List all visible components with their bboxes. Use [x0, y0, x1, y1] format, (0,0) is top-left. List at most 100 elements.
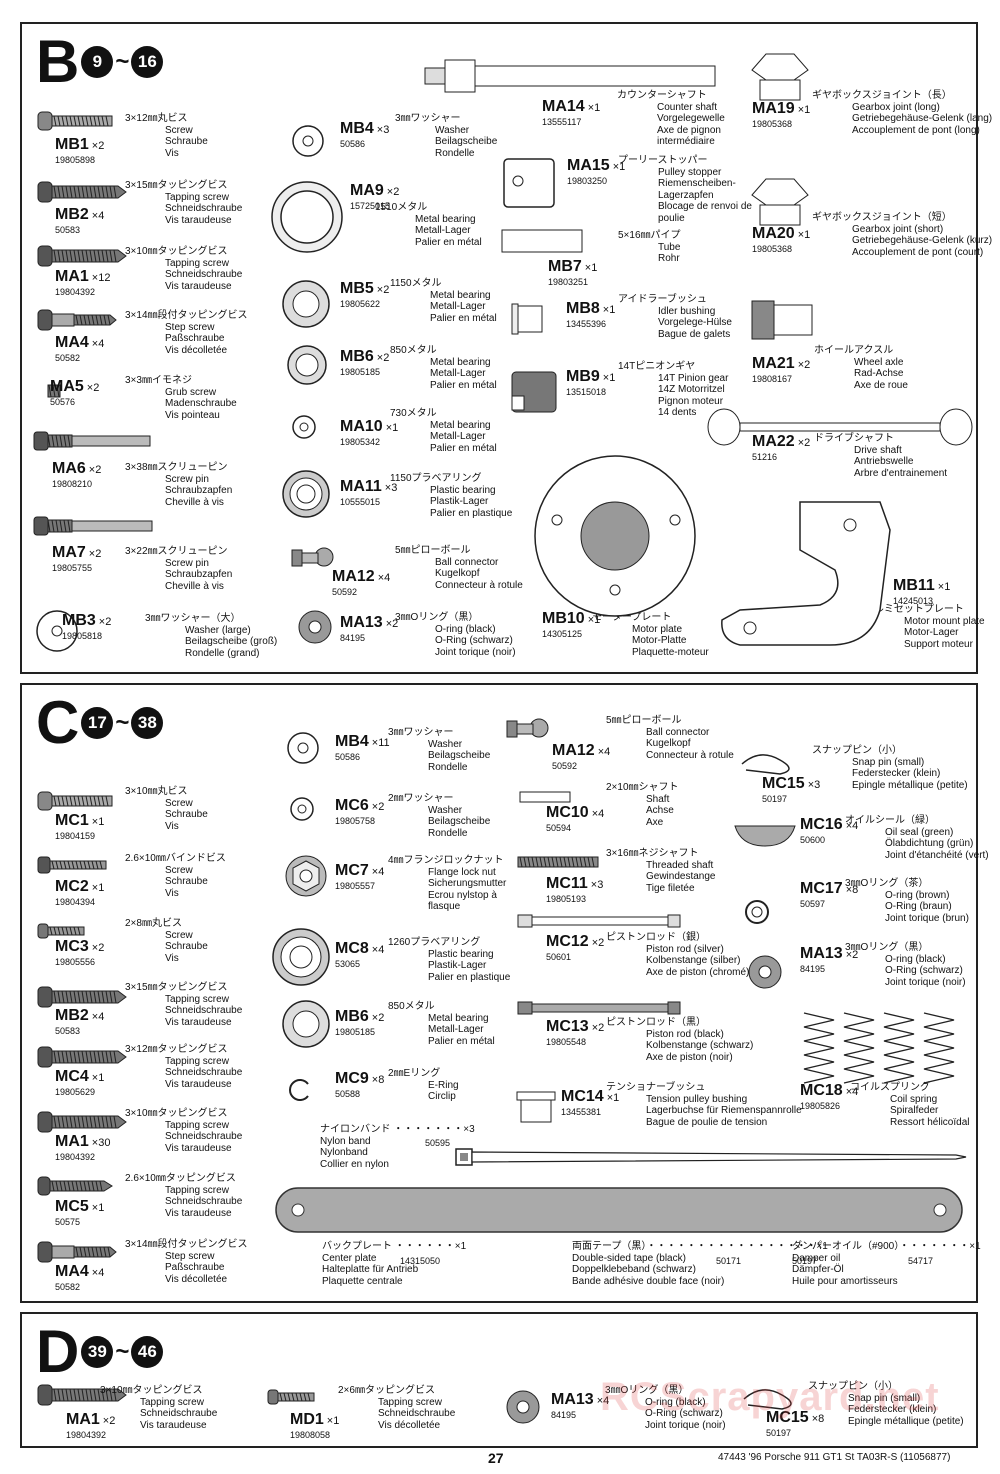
part-code: MB11×1 [893, 577, 950, 595]
part-translation: Joint torique (noir) [885, 976, 966, 988]
center-plate-desc: バックプレート ・・・・・・×1 Center plate Halteplatt… [322, 1241, 467, 1287]
step-to-badge: 16 [131, 46, 164, 78]
part-code-label: MB4 [335, 733, 369, 750]
mb6-part-icon [287, 345, 329, 392]
part-translation: Kolbenstange (silber) [646, 955, 741, 966]
part-number: 50586 [335, 752, 361, 762]
spring-coil [803, 1012, 835, 1084]
part-translation: Washer (large) [185, 624, 251, 636]
part-number: 50586 [340, 139, 366, 149]
mc3-part-icon [37, 922, 88, 945]
part-japanese-name: アルミセットプレート [864, 604, 964, 615]
part-number: 19805898 [55, 155, 96, 165]
part-code: MC2×1 [55, 878, 104, 896]
part-code: MA13×2 [340, 614, 398, 632]
part-translation: Step screw [165, 1250, 215, 1262]
part-quantity: ×2 [376, 284, 390, 296]
part-code: MC11×3 [546, 875, 603, 893]
part-translation: Motor plate [632, 623, 683, 635]
part-japanese-name: 3×10㎜丸ビス [125, 786, 188, 797]
part-number: 19805556 [55, 957, 96, 967]
part-code: MA12×4 [332, 568, 390, 586]
part-translation: Tapping screw [165, 257, 229, 269]
part-code: MC1×1 [55, 812, 104, 830]
part-translation: Schneidschraube [378, 1408, 456, 1419]
part-number: 19805826 [800, 1101, 841, 1111]
part-translation: Counter shaft [657, 101, 718, 113]
part-description: 3㎜Oリング（黒）O-ring (black)O-Ring (schwarz)J… [605, 1385, 726, 1431]
part-translation: Blocage de renvoi de [658, 201, 752, 212]
part-code: MC18×4 [800, 1082, 858, 1100]
part-translation: Madenschraube [165, 398, 237, 409]
part-translation: Tapping screw [165, 993, 229, 1005]
part-translation: Lagerzapfen [658, 189, 714, 201]
part-translation: Step screw [165, 321, 215, 333]
part-translation: Vis [165, 952, 179, 964]
part-number: 50594 [546, 823, 572, 833]
part-translation: Vis taraudeuse [165, 1016, 232, 1028]
part-translation: Rad-Achse [854, 368, 904, 379]
part-number: 50582 [55, 353, 81, 363]
mb2-part-icon [37, 180, 128, 209]
part-translation: Rohr [658, 253, 680, 264]
part-number: 50597 [800, 899, 826, 909]
part-code-label: MA1 [55, 1133, 89, 1150]
part-quantity: ×2 [91, 140, 105, 152]
part-translation: O-ring (black) [645, 1396, 706, 1408]
part-translation: Ölabdichtung (grün) [885, 838, 974, 849]
part-translation: Piston rod (black) [646, 1028, 724, 1040]
part-translation: Vis taraudeuse [140, 1419, 207, 1431]
part-japanese-name: コイルスプリング [850, 1082, 930, 1093]
part-translation: Metal bearing [415, 213, 476, 225]
part-description: 3㎜Oリング（黒）O-ring (black)O-Ring (schwarz)J… [845, 942, 966, 988]
part-translation: Schneidschraube [165, 1067, 243, 1078]
part-number: 50197 [762, 794, 788, 804]
part-japanese-name: 3㎜ワッシャー [388, 727, 454, 738]
part-translation: Plaquette-moteur [632, 646, 709, 658]
part-code: MC15×3 [762, 775, 820, 793]
part-quantity: ×1 [797, 229, 811, 241]
part-japanese-name: 3×10㎜タッピングビス [125, 1108, 228, 1119]
part-translation: O-Ring (braun) [885, 901, 952, 912]
part-code-label: MC12 [546, 933, 589, 950]
part-quantity: ×2 [371, 801, 385, 813]
part-number: 14245013 [893, 596, 934, 606]
mc12-part-icon [517, 913, 682, 934]
part-translation: Metall-Lager [430, 368, 486, 379]
part-quantity: ×1 [91, 1072, 105, 1084]
part-translation: Joint d'étanchéité (vert) [885, 849, 989, 861]
part-translation: Snap pin (small) [852, 756, 925, 768]
part-translation: Coil spring [890, 1093, 938, 1105]
part-quantity: ×1 [584, 262, 598, 274]
part-translation: Beilagscheibe [435, 136, 498, 147]
ma13-part-icon [298, 610, 334, 651]
part-number: 50592 [552, 761, 578, 771]
part-code-label: MA1 [66, 1411, 100, 1428]
part-quantity: ×30 [91, 1137, 111, 1149]
part-japanese-name: 1150メタル [390, 278, 442, 289]
part-japanese-name: 3×15㎜タッピングビス [125, 180, 228, 191]
part-number: 19804159 [55, 831, 96, 841]
part-code-label: MC14 [561, 1088, 604, 1105]
ma20-part-icon [750, 175, 810, 232]
section-c-panel: C 17 ~ 38 [20, 683, 978, 1303]
part-japanese-name: 3×15㎜タッピングビス [125, 982, 228, 993]
part-translation: O-Ring (schwarz) [435, 635, 513, 646]
part-number: 10555015 [340, 497, 381, 507]
part-japanese-name: 850メタル [390, 345, 437, 356]
part-translation: Screw [165, 124, 193, 136]
part-quantity: ×1 [91, 882, 105, 894]
part-translation: Rondelle [435, 147, 475, 159]
part-japanese-name: オイルシール（緑） [845, 815, 935, 826]
ma1-part-icon [37, 1383, 128, 1412]
part-japanese-name: ドライブシャフト [814, 433, 894, 444]
part-japanese-name: 3㎜ワッシャー（大） [145, 613, 241, 624]
ma4-part-icon [37, 308, 118, 337]
part-code-label: MC1 [55, 812, 89, 829]
